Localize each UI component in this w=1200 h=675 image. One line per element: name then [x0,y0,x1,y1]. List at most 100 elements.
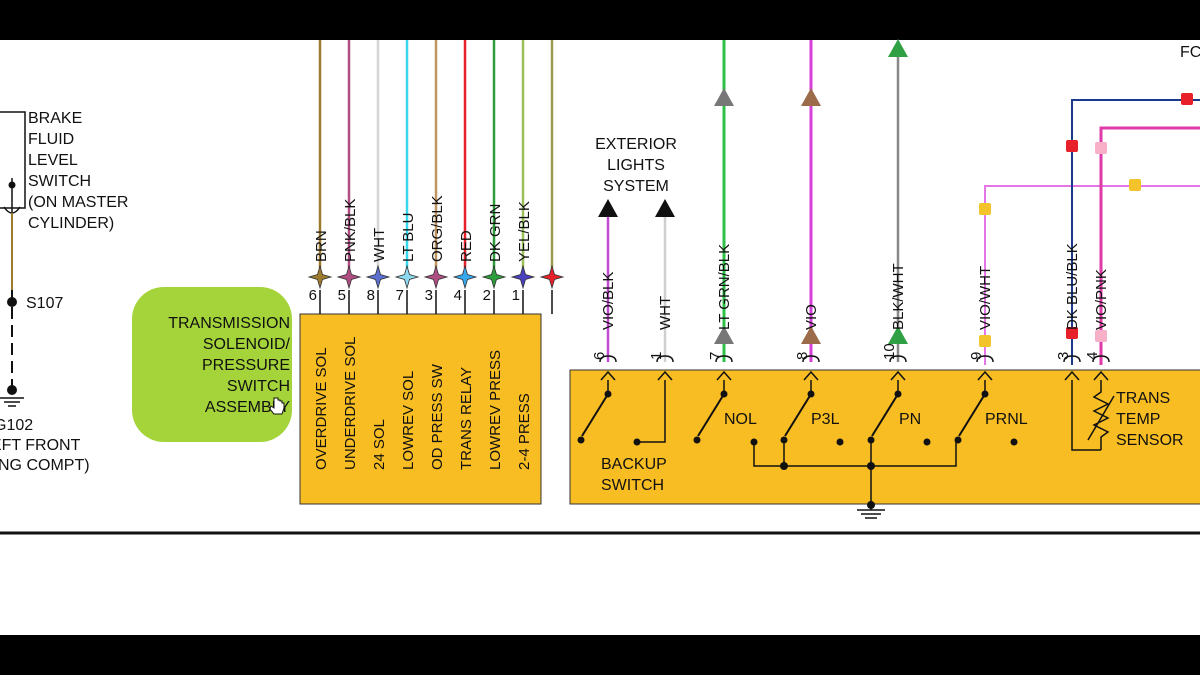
connector-bracket-icon [976,355,994,363]
solenoid-pin-number: 1 [512,287,520,304]
nol-switch-label: NOL [724,411,757,428]
range-pin-number: 10 [881,343,898,360]
junction-dot [780,462,788,470]
brake-label-line: CYLINDER) [28,215,114,232]
connector-star-icon [539,264,565,290]
range-sensor-box [569,369,1200,505]
connector-star-icon [452,264,478,290]
common-bus [753,442,957,467]
wire-splice-marker [1181,93,1193,105]
pn-switch-label: PN [899,411,921,428]
harness-wire [1099,126,1200,365]
range-pin-number: 8 [794,352,811,360]
solenoid-pin-number: 7 [396,287,404,304]
switch-contact [693,436,701,444]
p3l-switch-label: P3L [811,411,840,428]
backup-switch-label-line: BACKUP [601,456,667,473]
splice-dot [7,297,17,307]
switch-blade [581,393,609,437]
temp-sensor-label-line: SENSOR [1116,432,1184,449]
switch-blade [784,393,812,437]
brake-label-line: (ON MASTER [28,194,128,211]
connector-star-icon [394,264,420,290]
solenoid-pin-number: 3 [425,287,433,304]
range-pin-number: 4 [1084,352,1101,360]
switch-contact [954,436,962,444]
switch-contact [577,436,585,444]
terminal-chevron-icon [600,370,616,381]
switch-blade [958,393,986,437]
arrow-up-icon [714,326,734,344]
solenoid-wire-color-label: YEL/BLK [516,201,533,262]
ground-label-line: G102 [0,417,33,434]
range-wire-color-label: DK BLU/BLK [1064,243,1081,330]
range-pin-number: 1 [648,352,665,360]
connector-bracket-icon [599,355,617,363]
arrow-up-icon [888,39,908,57]
brake-fluid-switch: BRAKE FLUID LEVEL SWITCH (ON MASTER CYLI… [0,110,128,474]
solenoid-pin-number: 6 [309,287,317,304]
ground-symbol [0,397,24,407]
arrow-up-icon [655,199,675,217]
connector-bracket-icon [656,355,674,363]
wire-splice-marker [1129,179,1141,191]
wire-splice-marker [979,203,991,215]
brake-label-line: LEVEL [28,152,78,169]
solenoid-circuit-label: LOWREV SOL [400,371,417,470]
range-wire-color-label: VIO/BLK [600,272,617,330]
brake-label-line: SWITCH [28,173,91,190]
range-wire-color-label: VIO [803,304,820,330]
range-pin-number: 9 [968,352,985,360]
temp-sensor-label-line: TRANS [1116,390,1170,407]
callout-line: PRESSURE [202,357,290,374]
solenoid-wire-color-label: RED [458,230,475,262]
brake-label-line: FLUID [28,131,74,148]
prnl-switch-label: PRNL [985,411,1028,428]
exterior-label-line: LIGHTS [607,157,665,174]
connector-star-icon [510,264,536,290]
connector-star-icon [307,264,333,290]
connector-bracket-icon [1092,355,1110,363]
terminal-chevron-icon [1093,370,1109,381]
callout-line: TRANSMISSION [168,315,290,332]
wire-splice-marker [1066,327,1078,339]
arrow-up-icon [888,326,908,344]
exterior-lights-label: EXTERIOR LIGHTS SYSTEM [595,136,677,195]
terminal-chevron-icon [977,370,993,381]
solenoid-wire-color-label: PNK/BLK [342,199,359,262]
solenoid-circuit-label: 24 SOL [371,419,388,470]
switch-contact [836,438,844,446]
solenoid-circuit-label: OD PRESS SW [429,363,446,470]
solenoid-circuit-label: LOWREV PRESS [487,350,504,470]
hand-cursor-icon [269,397,285,415]
range-wire-color-label: LT GRN/BLK [716,244,733,330]
range-wire-color-label: VIO/WHT [977,266,994,330]
ground-label-line: (ENG COMPT) [0,457,90,474]
solenoid-circuit-label: OVERDRIVE SOL [313,347,330,470]
solenoid-wire-color-label: LT BLU [400,213,417,262]
solenoid-wire-color-label: WHT [371,228,388,262]
connector-star-icon [423,264,449,290]
terminal-chevron-icon [890,370,906,381]
temp-sensor-label-line: TEMP [1116,411,1160,428]
solenoid-wire-color-label: DK GRN [487,204,504,262]
connector-bracket-icon [889,355,907,363]
solenoid-pin-number: 2 [483,287,491,304]
range-pin-number: 6 [591,352,608,360]
arrow-up-icon [714,88,734,106]
range-wire-color-label: VIO/PNK [1093,269,1110,330]
switch-blade [871,393,899,437]
exterior-label-line: SYSTEM [603,178,669,195]
solenoid-pin-number: 5 [338,287,346,304]
range-pin-number: 7 [707,352,724,360]
brake-label-line: BRAKE [28,110,82,127]
switch-contact [1010,438,1018,446]
callout-line: SWITCH [227,378,290,395]
solenoid-wire-color-label: BRN [313,230,330,262]
connector-star-icon [365,264,391,290]
thermistor-icon [1087,395,1115,441]
splice-label: S107 [26,295,63,312]
arrow-up-icon [801,88,821,106]
solenoid-circuit-label: TRANS RELAY [458,367,475,470]
